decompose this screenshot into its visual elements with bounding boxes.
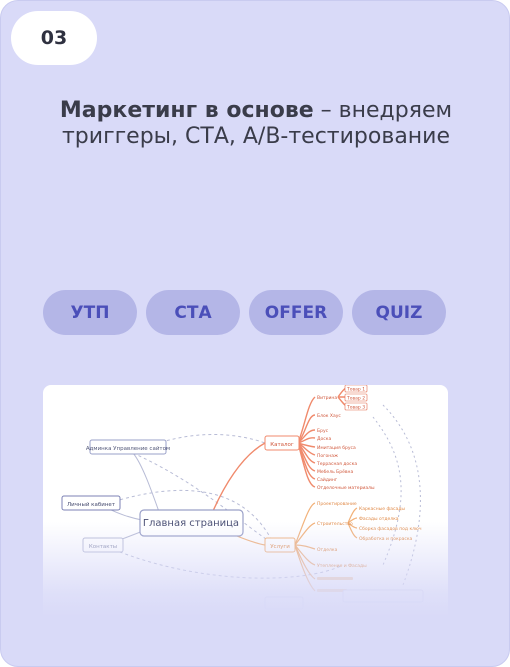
- mindmap-node-cabinet: Личный кабинет: [61, 495, 121, 511]
- svg-text:Главная страница: Главная страница: [143, 518, 239, 529]
- chip-label: УТП: [70, 302, 110, 323]
- svg-text:Контакты: Контакты: [89, 544, 117, 550]
- chip-quiz: QUIZ: [352, 290, 446, 335]
- svg-text:Каталог: Каталог: [270, 442, 294, 448]
- leaf-vitrina: Витрина: [317, 395, 337, 401]
- svg-text:Услуги: Услуги: [270, 544, 290, 550]
- leaf-service-item: Утепление и Фасады: [317, 563, 367, 569]
- headline-bold: Маркетинг в основе: [59, 98, 314, 123]
- mindmap-node-services: Услуги: [264, 537, 296, 553]
- sitemap-mindmap: Админка Управление сайтом Личный кабинет…: [43, 385, 448, 617]
- leaf-service-item: Проектирование: [317, 501, 357, 507]
- leaf-service-sub: Фасады отделка: [359, 516, 399, 522]
- mindmap-node-faint: [264, 596, 304, 610]
- step-number: 03: [40, 27, 68, 49]
- mindmap-node-faint: [342, 589, 424, 603]
- leaf-good-1: Товар 1: [346, 387, 365, 393]
- headline: Маркетинг в основе – внедряем триггеры, …: [21, 98, 491, 150]
- svg-text:Личный кабинет: Личный кабинет: [67, 501, 116, 508]
- svg-text:Админка Управление сайтом: Админка Управление сайтом: [86, 445, 170, 452]
- leaf-catalog-item: Блок Хаус: [317, 413, 341, 419]
- tag-chips: УТП СТА OFFER QUIZ: [43, 290, 446, 335]
- leaf-catalog-item: Погонаж: [317, 453, 338, 459]
- leaf-catalog-item: Мебель Брёвна: [317, 469, 353, 475]
- leaf-catalog-item: Сайдинг: [317, 476, 338, 483]
- mindmap-connectors: [100, 404, 421, 586]
- leaf-service-sub: Обработка и покраска: [359, 536, 413, 542]
- leaf-service-sub: Сборка фасадов под ключ: [359, 526, 422, 532]
- mindmap-node-contacts: Контакты: [82, 537, 124, 553]
- catalog-leaves: Витрина Товар 1 Товар 2 Товар 3 Блок Хау…: [316, 385, 375, 491]
- leaf-good-2: Товар 2: [346, 396, 365, 402]
- chip-offer: OFFER: [249, 290, 343, 335]
- leaf-good-3: Товар 3: [346, 405, 365, 411]
- chip-label: OFFER: [264, 302, 328, 323]
- leaf-catalog-item: Брус: [317, 428, 329, 434]
- mindmap-node-catalog: Каталог: [264, 435, 300, 451]
- services-leaves: Проектирование Строительство Отделка Уте…: [317, 501, 422, 592]
- mindmap-node-admin: Админка Управление сайтом: [86, 439, 170, 455]
- leaf-catalog-item: Террасная доска: [316, 461, 357, 467]
- step-number-badge: 03: [11, 11, 97, 65]
- leaf-service-sub: Каркасные фасады: [359, 506, 405, 512]
- chip-label: QUIZ: [375, 302, 423, 323]
- leaf-catalog-item: Отделочные материалы: [317, 485, 375, 491]
- chip-label: СТА: [174, 302, 212, 323]
- leaf-catalog-item: Имитация бруса: [317, 445, 356, 451]
- headline-rest: – внедряем триггеры, СТА, А/В-тестирован…: [61, 98, 453, 149]
- mindmap-node-main: Главная страница: [139, 509, 244, 537]
- chip-utp: УТП: [43, 290, 137, 335]
- chip-cta: СТА: [146, 290, 240, 335]
- leaf-catalog-item: Доска: [317, 436, 331, 442]
- leaf-service-item: Отделка: [317, 547, 338, 553]
- leaf-service-item: Строительство: [317, 521, 353, 527]
